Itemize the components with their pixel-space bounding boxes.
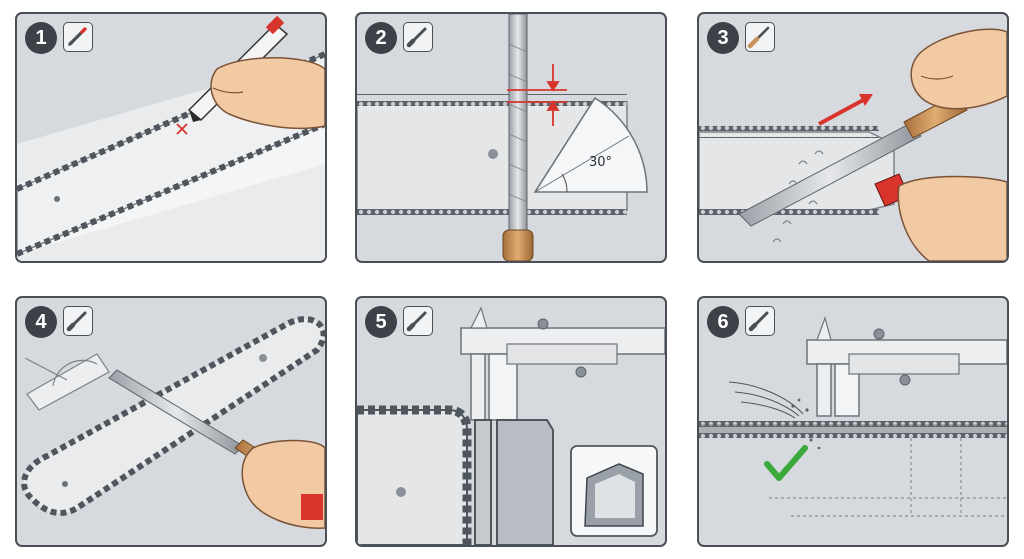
metal-shavings (772, 150, 824, 243)
protractor: 30° (533, 96, 648, 193)
check-mark (764, 445, 808, 481)
file-icon (745, 306, 775, 336)
motion-lines (728, 381, 804, 419)
marker-pen-icon (63, 22, 93, 52)
step-6-illustration (699, 316, 1007, 517)
hand (241, 439, 325, 529)
height-arrows (507, 64, 567, 126)
angle-label: 30° (589, 155, 612, 170)
step-5-panel: 5 (355, 296, 667, 547)
chainsaw-bar (699, 126, 895, 216)
step-1-panel: 1 (15, 12, 327, 263)
step-number-badge: 1 (25, 22, 57, 54)
file-icon (63, 306, 93, 336)
step-number-badge: 6 (707, 306, 739, 338)
direction-arrow (818, 94, 873, 126)
step-4-panel: 4 (15, 296, 327, 547)
step-1-illustration (17, 15, 325, 261)
upper-hand (910, 28, 1007, 110)
step-number-badge: 4 (25, 306, 57, 338)
step-2-panel: 30° 2 (355, 12, 667, 263)
caliper (460, 306, 665, 421)
protractor-tool (24, 353, 110, 411)
caliper (806, 316, 1007, 417)
file-icon (403, 22, 433, 52)
lower-hand (874, 173, 1007, 261)
chainsaw-bar (357, 405, 472, 545)
step-6-panel: 6 (697, 296, 1009, 547)
step-number-badge: 5 (365, 306, 397, 338)
step-2-illustration: 30° (357, 14, 648, 261)
saw-chain (699, 420, 1007, 438)
step-number-badge: 3 (707, 22, 739, 54)
file-handle-icon (745, 22, 775, 52)
step-3-panel: 3 (697, 12, 1009, 263)
marked-tooth-x (176, 123, 188, 135)
step-5-illustration (357, 306, 665, 545)
step-number-badge: 2 (365, 22, 397, 54)
hand (210, 57, 325, 130)
tooth-cross-section (474, 419, 554, 545)
dashed-outline (769, 438, 1007, 517)
step-4-illustration (21, 316, 325, 529)
round-file (502, 14, 534, 261)
file-icon (403, 306, 433, 336)
detail-inset (570, 445, 658, 537)
step-3-illustration (699, 28, 1007, 261)
